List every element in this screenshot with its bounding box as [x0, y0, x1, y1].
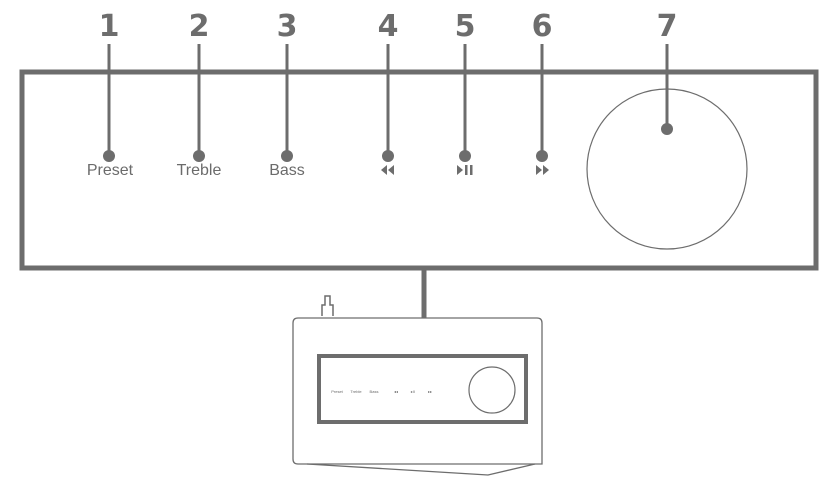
volume-knob-pointer — [661, 123, 673, 135]
bass-button[interactable] — [281, 150, 293, 162]
antenna-icon — [321, 295, 334, 316]
callout-number-1: 1 — [99, 9, 120, 44]
preset-button[interactable] — [103, 150, 115, 162]
volume-knob-icon[interactable] — [586, 88, 748, 250]
device-base — [306, 463, 536, 476]
callout-number-2: 2 — [189, 9, 210, 44]
enlarged-panel — [19, 69, 819, 271]
mini-preset-label: Preset — [331, 389, 343, 394]
mini-treble-label: Treble — [350, 389, 362, 394]
mini-volume-knob — [468, 366, 516, 414]
callout-number-5: 5 — [455, 9, 476, 44]
preset-label: Preset — [87, 162, 134, 179]
play-pause-icon — [457, 165, 473, 175]
treble-label: Treble — [177, 162, 222, 179]
mini-bass-label: Bass — [370, 389, 379, 394]
device-illustration: Preset Treble Bass ◂◂ ▸II ▸▸ — [292, 295, 543, 476]
fast-forward-icon — [536, 165, 549, 175]
rewind-button[interactable] — [382, 150, 394, 162]
fast-forward-button[interactable] — [536, 150, 548, 162]
rewind-icon — [381, 165, 394, 175]
mini-fast-forward-glyph: ▸▸ — [428, 389, 432, 394]
treble-button[interactable] — [193, 150, 205, 162]
callout-number-6: 6 — [532, 9, 553, 44]
mini-play-pause-glyph: ▸II — [411, 389, 415, 394]
play-pause-button[interactable] — [459, 150, 471, 162]
callout-number-4: 4 — [378, 9, 399, 44]
bass-label: Bass — [269, 162, 305, 179]
mini-rewind-glyph: ◂◂ — [394, 389, 398, 394]
callout-number-7: 7 — [657, 9, 678, 44]
callout-number-3: 3 — [277, 9, 298, 44]
